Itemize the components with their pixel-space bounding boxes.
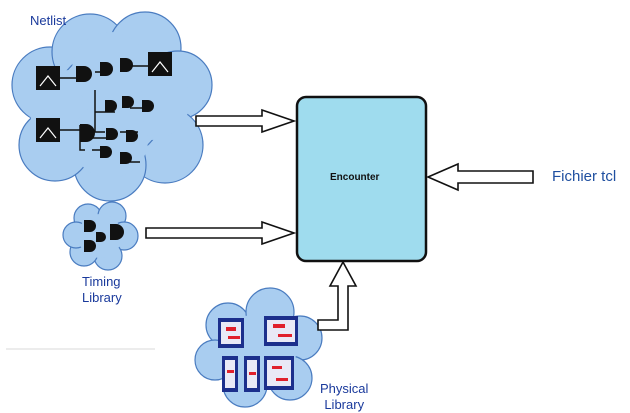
timing-library-cloud: [62, 201, 139, 271]
and-gate-icon: [100, 62, 113, 76]
std-cell-icon: [218, 318, 244, 348]
and-gate-icon: [142, 100, 154, 112]
physical-label: Physical Library: [320, 381, 368, 413]
flipflop-icon: [36, 66, 60, 90]
timing-label: Timing Library: [82, 274, 122, 306]
and-gate-icon: [120, 152, 132, 164]
physical-label-line2: Library: [324, 397, 365, 412]
and-gate-icon: [84, 240, 96, 252]
physical-label-line1: Physical: [320, 381, 369, 396]
physical-library-cloud: [194, 287, 323, 408]
std-cell-icon: [264, 356, 294, 390]
netlist-arrow: [195, 108, 297, 134]
and-gate-icon: [126, 130, 138, 142]
and-gate-icon: [84, 220, 96, 232]
and-gate-icon: [100, 146, 112, 158]
encounter-label: Encounter: [330, 172, 380, 183]
and-gate-icon: [106, 128, 118, 140]
netlist-label: Netlist: [30, 13, 67, 28]
std-cell-icon: [222, 356, 238, 392]
encounter-box: [295, 95, 428, 263]
flipflop-icon: [148, 52, 172, 76]
fichier-tcl-label: Fichier tcl: [552, 168, 617, 185]
and-gate-icon: [110, 224, 124, 240]
and-gate-icon: [80, 124, 95, 142]
and-gate-icon: [76, 66, 92, 82]
timing-label-line2: Library: [82, 290, 122, 305]
timing-label-line1: Timing: [82, 274, 121, 289]
and-gate-icon: [120, 58, 133, 72]
tcl-arrow: [425, 162, 534, 192]
and-gate-icon: [122, 96, 134, 108]
std-cell-icon: [244, 356, 260, 392]
and-gate-icon: [105, 100, 117, 112]
and-gate-icon: [96, 232, 106, 242]
flipflop-icon: [36, 118, 60, 142]
std-cell-icon: [264, 316, 298, 346]
netlist-cloud: [11, 11, 213, 202]
timing-arrow: [145, 220, 297, 246]
physical-arrow: [317, 260, 358, 331]
